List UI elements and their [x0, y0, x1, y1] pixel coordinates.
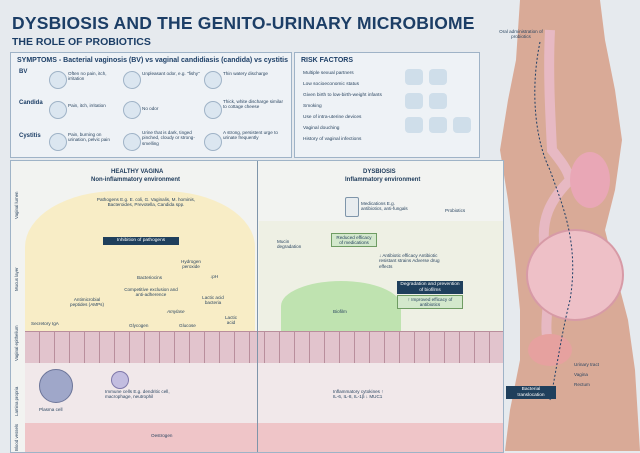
infant-icon: [405, 93, 423, 109]
bacteriocins-label: Bacteriocins: [137, 275, 163, 280]
layer-label-epithelium: Vaginal epithelium: [14, 325, 19, 361]
cell-bv-1: Often no pain, itch, irritation: [68, 71, 107, 82]
pain-icon: [49, 71, 67, 89]
douching-icon: [429, 117, 447, 133]
risk-item: History of vaginal infections: [303, 137, 362, 142]
risk-item: Multiple sexual partners: [303, 71, 354, 76]
money-icon: [429, 69, 447, 85]
dysbiosis-subtitle: Inflammatory environment: [345, 177, 421, 183]
iud-icon: [405, 117, 423, 133]
infection-icon: [453, 117, 471, 133]
cell-cystitis-1: Pain, burning on urination, pelvic pain: [68, 132, 110, 143]
cell-cystitis-2: Urine that is dark, tinged pinched, clou…: [142, 130, 195, 146]
discharge-icon: [204, 101, 222, 119]
odor-icon: [123, 71, 141, 89]
vagina-label: Vagina: [574, 372, 588, 377]
risk-item: Vaginal douching: [303, 126, 340, 131]
cell-bv-3: Thin watery discharge: [223, 71, 268, 76]
cell-candida-3: Thick, white discharge similar to cottag…: [223, 99, 283, 110]
healthy-subtitle: Non-inflammatory environment: [91, 177, 181, 183]
efficacy-label: ↓ Antibiotic efficacy Antibiotic resista…: [379, 253, 440, 269]
page-subtitle: THE ROLE OF PROBIOTICS: [12, 36, 151, 48]
cell-cystitis-3: A strong, persistent urge to urinate fre…: [223, 130, 278, 141]
blood-vessel: [25, 423, 503, 452]
mucin-label: Mucin degradation: [277, 239, 302, 250]
biofilm: [281, 281, 401, 331]
cell-candida-2: No odor: [142, 106, 159, 111]
probiotic-path: [534, 41, 574, 401]
amps-label: Antimicrobial peptides (AMPs): [70, 297, 104, 308]
symptoms-panel: SYMPTOMS - Bacterial vaginosis (BV) vs v…: [10, 52, 292, 158]
urine-icon: [123, 133, 141, 151]
hydrogen-label: Hydrogen peroxide: [181, 259, 201, 270]
risk-item: Smoking: [303, 104, 322, 109]
risk-heading: RISK FACTORS: [301, 57, 353, 64]
competitive-label: Competitive exclusion and anti-adherence: [124, 287, 178, 298]
page-title: DYSBIOSIS AND THE GENITO-URINARY MICROBI…: [12, 13, 475, 33]
partners-icon: [405, 69, 423, 85]
oestrogen-label: Oestrogen: [151, 433, 173, 438]
layer-label-lumen: Vaginal lumen: [14, 191, 19, 220]
layer-label-blood: Blood vessels: [14, 423, 19, 451]
burning-icon: [49, 133, 67, 151]
glucose-label: Glucose: [179, 323, 196, 328]
layer-label-lamina: Lamina propria: [14, 386, 19, 416]
amylase-label: Amylase: [167, 309, 185, 314]
risk-item: Use of intra-uterine devices: [303, 115, 362, 120]
improved-box: ↑ Improved efficacy of antibiotics: [397, 295, 463, 310]
healthy-title: HEALTHY VAGINA: [111, 169, 164, 175]
cell-bv-2: Unpleasant odor, e.g. "fishy": [142, 71, 200, 76]
risk-panel: RISK FACTORS Multiple sexual partners Lo…: [294, 52, 480, 158]
uterus: [528, 334, 572, 366]
inhibition-box: Inhibition of pathogens: [103, 237, 179, 245]
row-label-cystitis: Cystitis: [19, 133, 41, 139]
intestines: [526, 229, 624, 321]
main-diagram-panel: Vaginal lumen Mucus layer Vaginal epithe…: [10, 160, 504, 453]
rectum-label: Rectum: [574, 382, 590, 387]
plasma-cell: [39, 369, 73, 403]
translocation-box: Bacterial translocation: [506, 386, 556, 400]
reduced-box: Reduced efficacy of medications: [331, 233, 377, 248]
smoking-icon: [429, 93, 447, 109]
dysbiosis-title: DYSBIOSIS: [363, 169, 396, 175]
panel-divider: [257, 161, 258, 452]
urge-icon: [204, 133, 222, 151]
risk-item: Low socioeconomic status: [303, 82, 359, 87]
pain-icon: [49, 101, 67, 119]
degradation-box: Degradation and prevention of biofilms: [397, 281, 463, 295]
iga-label: Secretory IgA: [31, 321, 59, 326]
row-label-candida: Candida: [19, 100, 43, 106]
no-odor-icon: [123, 101, 141, 119]
ph-label: ↓pH: [210, 274, 219, 279]
cytokines-label: Inflammatory cytokines ↑ IL-6, IL-8, IL-…: [333, 389, 384, 400]
healthy-mucus: [25, 191, 255, 331]
medication-bottle: [345, 197, 359, 217]
risk-item: Given birth to low-birth-weight infants: [303, 93, 382, 98]
lactic-label: Lactic acid: [224, 315, 237, 326]
body-illustration: [500, 0, 640, 451]
discharge-icon: [204, 71, 222, 89]
biofilm-label: Biofilm: [333, 309, 347, 314]
symptoms-heading: SYMPTOMS - Bacterial vaginosis (BV) vs v…: [17, 57, 289, 64]
medications-label: Medications E.g. antibiotics, anti-funga…: [361, 201, 408, 212]
row-label-bv: BV: [19, 69, 28, 75]
cell-candida-1: Pain, itch, irritation: [68, 103, 106, 108]
immune-cell: [111, 371, 129, 389]
probiotics-label: Probiotics: [445, 208, 466, 213]
oral-label: Oral administration of probiotics: [499, 29, 543, 40]
glycogen-label: Glycogen: [129, 323, 149, 328]
stomach: [570, 152, 610, 208]
immune-label: Immune cells E.g. dendritic cell, macrop…: [105, 389, 170, 400]
pathogens-label: Pathogens E.g. E. coli, G. Vaginalis, M.…: [96, 197, 196, 208]
plasma-label: Plasma cell: [39, 407, 63, 412]
layer-label-mucus: Mucus layer: [14, 267, 19, 291]
urinary-label: Urinary tract: [574, 362, 600, 367]
epithelium-layer: [25, 331, 503, 365]
lab-label: Lactic acid bacteria: [202, 295, 224, 306]
torso-silhouette: [500, 0, 640, 451]
lamina-propria: [25, 363, 503, 423]
